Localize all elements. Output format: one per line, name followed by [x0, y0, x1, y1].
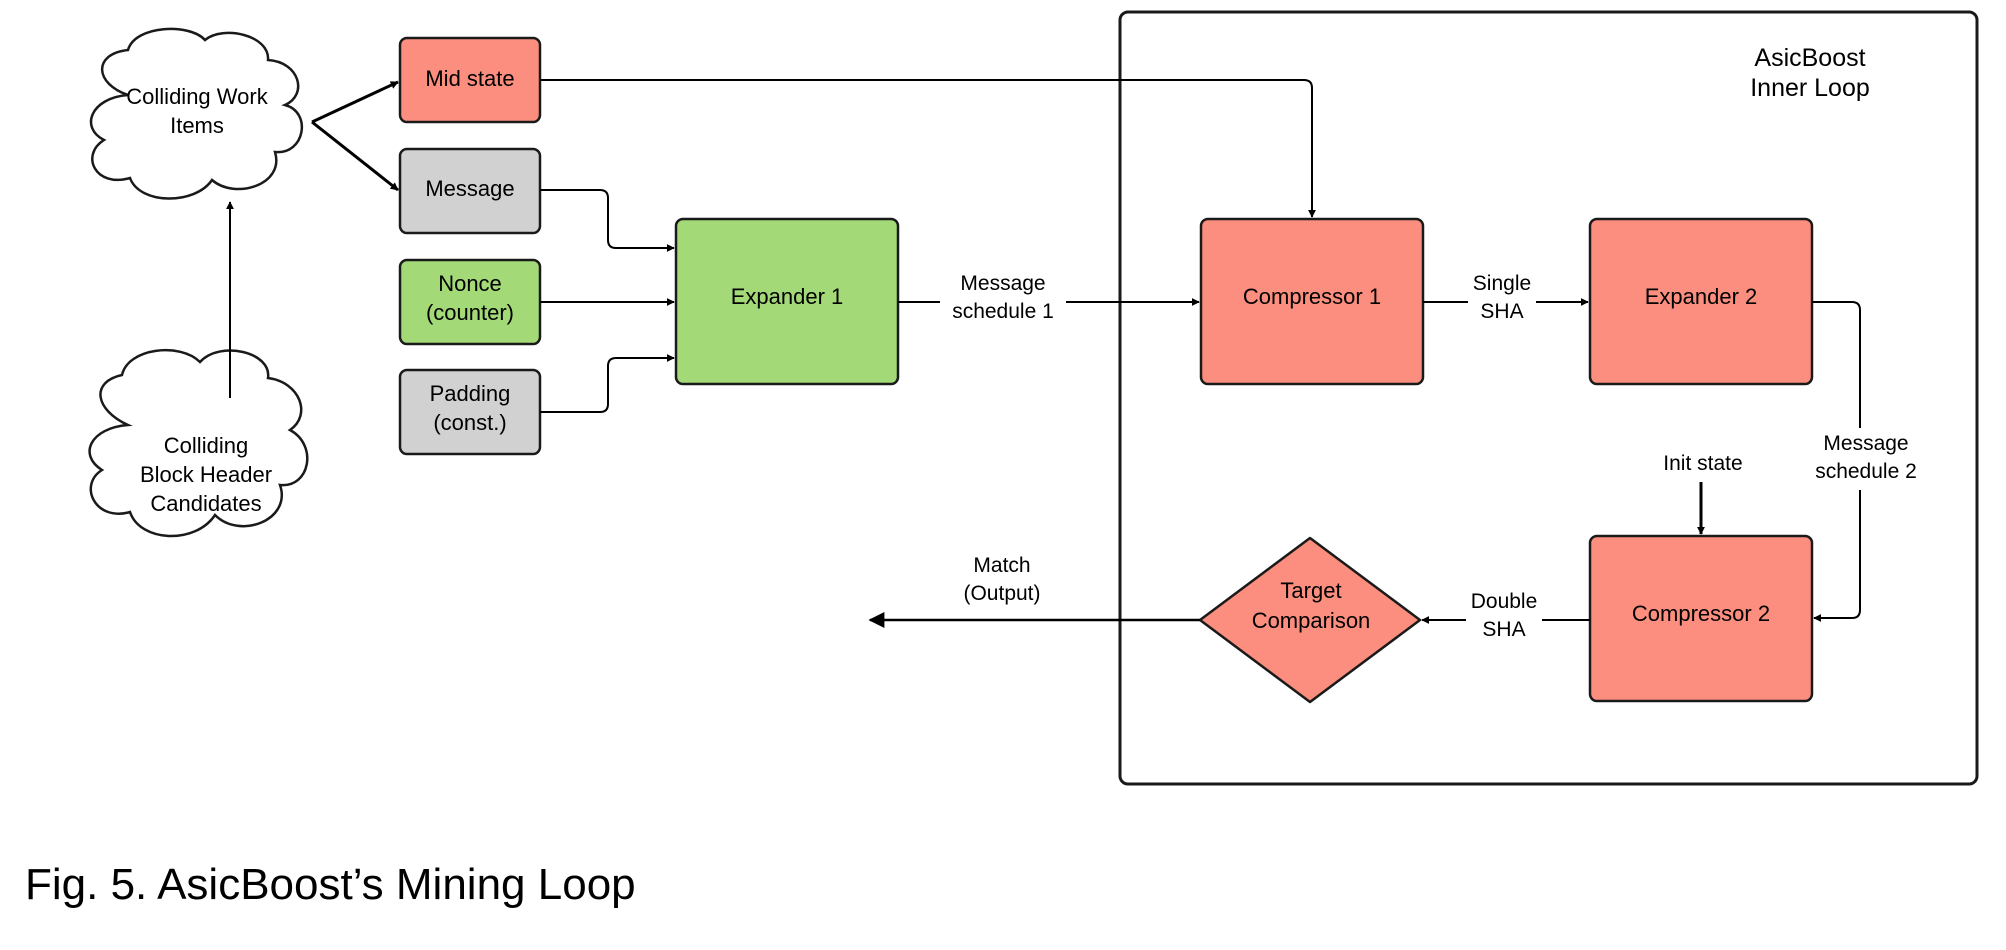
- message-label: Message: [425, 176, 514, 201]
- label-line: Double: [1471, 590, 1538, 613]
- target-comparison-diamond: [1198, 536, 1422, 704]
- compressor-2-label: Compressor 2: [1632, 601, 1770, 626]
- label-line: Block Header: [140, 462, 272, 487]
- label-line: Compressor 1: [1243, 284, 1381, 309]
- compressor-2-box: [1588, 534, 1814, 703]
- expander-1-label: Expander 1: [731, 284, 844, 309]
- edge-label-message-schedule-1: Message schedule 1: [952, 272, 1054, 323]
- expander-2-label: Expander 2: [1645, 284, 1758, 309]
- label-line: (counter): [426, 300, 514, 325]
- label-line: Message: [960, 272, 1045, 295]
- label-line: schedule 1: [952, 300, 1054, 323]
- label-line: Nonce: [438, 271, 502, 296]
- edge-cloud-to-message: [311, 120, 399, 192]
- label-line: Mid state: [425, 66, 514, 91]
- nonce-label: Nonce (counter): [426, 271, 514, 325]
- label-line: Comparison: [1252, 608, 1371, 633]
- edge-label-bg-single-sha: [1468, 268, 1536, 330]
- edge-padding-to-expander-1: [540, 354, 675, 413]
- label-line: Colliding Work: [126, 84, 268, 109]
- cloud-colliding-work-items: [89, 27, 304, 200]
- figure-caption: Fig. 5. AsicBoost’s Mining Loop: [25, 860, 636, 909]
- label-line: schedule 2: [1815, 460, 1917, 483]
- edge-message-to-expander-1: [540, 189, 675, 252]
- label-line: Message: [1823, 432, 1908, 455]
- label-line: Compressor 2: [1632, 601, 1770, 626]
- edge-label-bg-ms2: [1804, 428, 1934, 490]
- label-line: Items: [170, 113, 224, 138]
- edge-label-bg-double-sha: [1466, 586, 1542, 648]
- label-line: SHA: [1480, 300, 1523, 323]
- compressor-1-label: Compressor 1: [1243, 284, 1381, 309]
- label-line: Expander 1: [731, 284, 844, 309]
- label-line: Message: [425, 176, 514, 201]
- label-line: Candidates: [150, 491, 261, 516]
- label-line: Expander 2: [1645, 284, 1758, 309]
- cloud-block-header-candidates: [88, 349, 309, 538]
- label-line: Inner Loop: [1750, 74, 1870, 102]
- padding-label: Padding (const.): [430, 381, 511, 435]
- label-line: Match: [973, 554, 1030, 577]
- edge-label-init-state: Init state: [1663, 452, 1742, 475]
- label-line: AsicBoost: [1754, 44, 1865, 72]
- label-line: SHA: [1482, 618, 1525, 641]
- edge-label-match-output: Match (Output): [963, 554, 1040, 605]
- label-line: Init state: [1663, 452, 1742, 475]
- edge-label-message-schedule-2: Message schedule 2: [1815, 432, 1917, 483]
- label-line: Single: [1473, 272, 1531, 295]
- edge-mid-state-to-compressor-1: [540, 79, 1316, 218]
- label-line: (const.): [433, 410, 506, 435]
- label-line: Padding: [430, 381, 511, 406]
- edge-cloud-to-mid-state: [311, 80, 399, 124]
- mid-state-label: Mid state: [425, 66, 514, 91]
- label-line: (Output): [963, 582, 1040, 605]
- label-line: Target: [1280, 578, 1341, 603]
- inner-loop-container: [1118, 10, 1979, 786]
- edge-label-bg-ms1: [940, 268, 1066, 330]
- label-line: Colliding: [164, 433, 248, 458]
